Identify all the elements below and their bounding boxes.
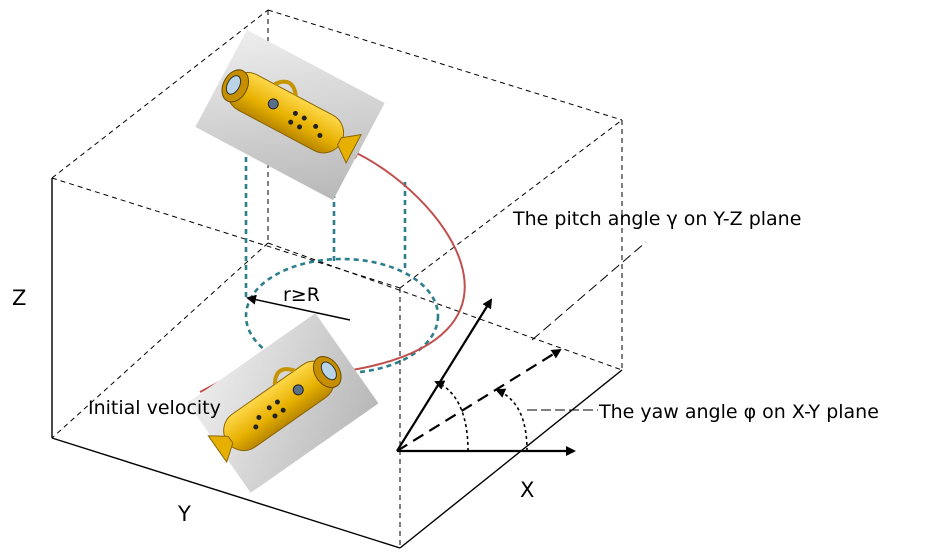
submarine-icon	[187, 313, 379, 493]
pitch-angle-arc	[434, 380, 469, 452]
z-axis-label: Z	[12, 286, 26, 310]
y-axis-label: Y	[177, 502, 191, 526]
yaw-angle-arc	[495, 388, 528, 452]
yaw-vector-arrow	[396, 348, 562, 452]
trajectory-arrow	[339, 148, 466, 373]
submarine-icon	[195, 29, 385, 201]
radius-label: r≥R	[283, 284, 320, 306]
yaw-angle-label: The yaw angle φ on X-Y plane	[598, 401, 879, 423]
pitch-vector-arrow	[396, 298, 493, 452]
initial-velocity-label: Initial velocity	[88, 397, 221, 419]
box-solid-edges	[51, 178, 623, 549]
x-axis-label: X	[520, 478, 534, 502]
radius-arrow	[246, 294, 351, 321]
pitch-angle-label: The pitch angle γ on Y-Z plane	[512, 208, 801, 230]
angle-diagram	[396, 241, 647, 456]
pitch-leader-line	[531, 241, 647, 341]
